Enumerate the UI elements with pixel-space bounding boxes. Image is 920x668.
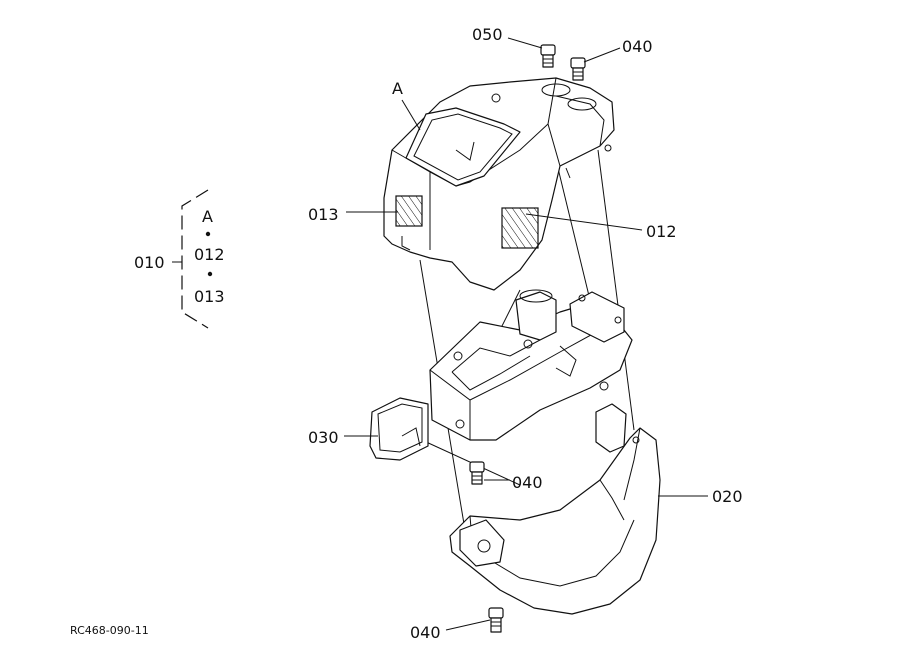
group-legend: 010 A 012 013 — [134, 189, 225, 329]
drawing-code: RC468-090-11 — [70, 624, 149, 637]
screw-040-top — [570, 57, 586, 81]
screw-050 — [540, 44, 556, 68]
legend-item-012: 012 — [194, 245, 225, 264]
column-bracket — [429, 289, 633, 441]
callout-030: 030 — [308, 428, 339, 447]
callout-040-top: 040 — [622, 37, 653, 56]
callouts: A 050 040 013 012 030 040 020 040 — [308, 25, 743, 642]
upper-cover-a — [383, 77, 615, 291]
cap-030 — [369, 397, 429, 461]
screw-040-bottom — [488, 607, 504, 633]
callout-040-bottom: 040 — [410, 623, 441, 642]
legend-item-a: A — [202, 207, 213, 226]
screw-040-mid — [469, 461, 485, 485]
legend-dot — [207, 271, 213, 277]
callout-013: 013 — [308, 205, 339, 224]
callout-020: 020 — [712, 487, 743, 506]
legend-item-013: 013 — [194, 287, 225, 306]
legend-group-label: 010 — [134, 253, 165, 272]
callout-040-mid: 040 — [512, 473, 543, 492]
legend-dot — [205, 231, 211, 237]
callout-050: 050 — [472, 25, 503, 44]
legend-bracket — [181, 189, 209, 329]
callout-012: 012 — [646, 222, 677, 241]
callout-a: A — [392, 79, 403, 98]
lower-cover-020 — [449, 403, 661, 615]
